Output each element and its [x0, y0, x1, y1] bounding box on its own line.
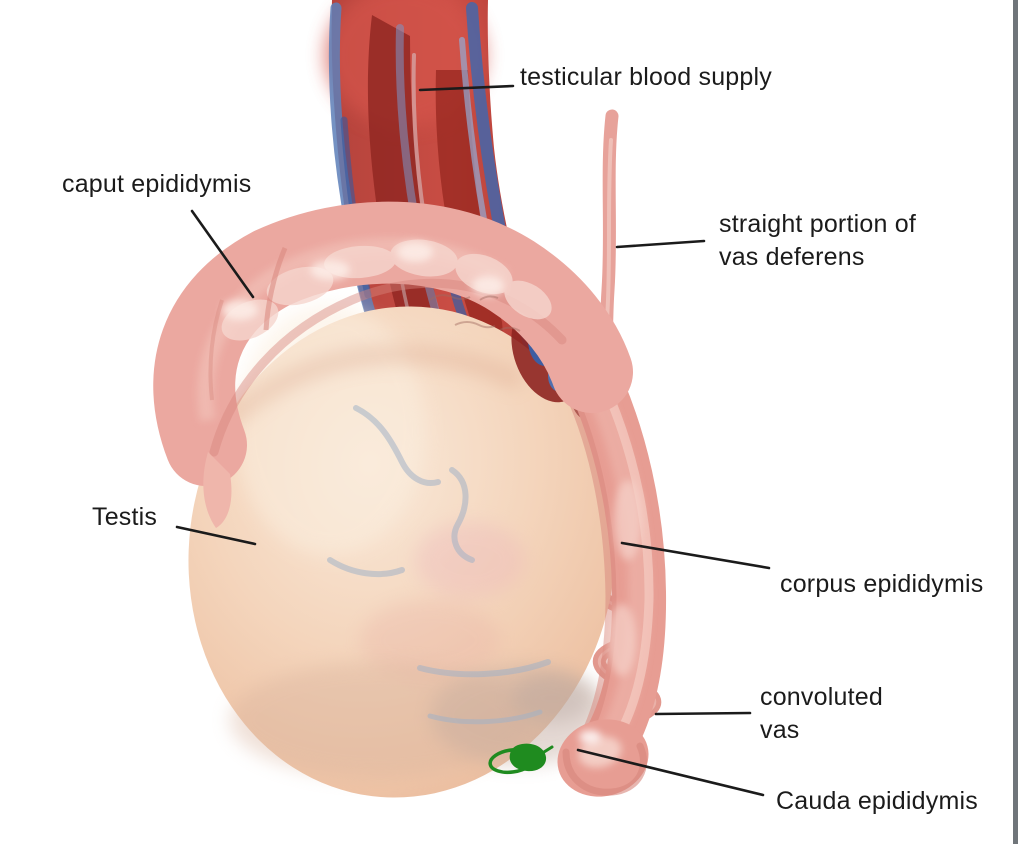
label-testis: Testis [92, 503, 158, 531]
label-straight-vas-deferens: straight portion of vas deferens [719, 210, 916, 271]
leader-convoluted-vas [654, 711, 752, 716]
label-cauda-epididymis: Cauda epididymis [776, 787, 978, 815]
right-border-stripe [1013, 0, 1018, 844]
leader-lines [175, 84, 771, 797]
leader-corpus-epididymis [620, 541, 771, 570]
caput-epididymis-illustration [153, 201, 633, 528]
testis-illustration [188, 305, 616, 798]
green-marker-annotation [488, 743, 554, 775]
leader-caput-epididymis [190, 209, 255, 299]
label-corpus-epididymis: corpus epididymis [780, 570, 984, 598]
label-caput-epididymis: caput epididymis [62, 170, 252, 198]
label-testicular-blood-supply: testicular blood supply [520, 63, 772, 91]
label-convoluted-vas: convoluted vas [760, 683, 883, 744]
leader-testis [175, 525, 257, 546]
leader-cauda-epididymis [576, 748, 765, 797]
corpus-epididymis-illustration [564, 349, 667, 791]
leader-straight-vas-deferens [615, 239, 706, 249]
leader-testicular-blood-supply [418, 84, 515, 92]
